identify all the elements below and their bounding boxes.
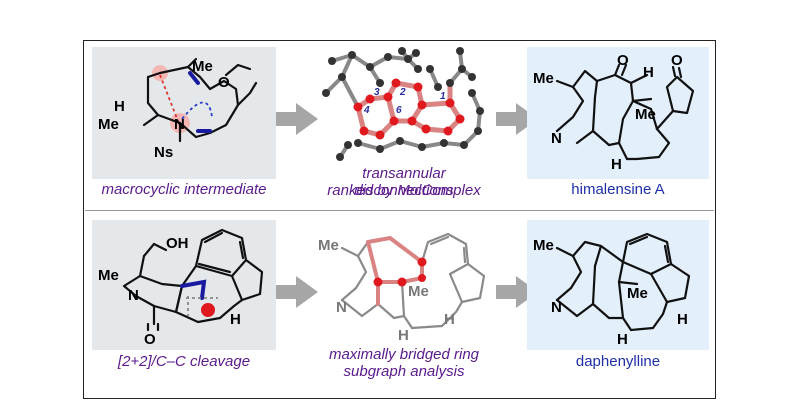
ball-and-stick-model: 1 2 3 4 6 (322, 47, 484, 161)
label-o-right: O (671, 52, 683, 69)
label-ketone-o: O (218, 74, 230, 91)
label-h-top: H (643, 64, 654, 81)
label-me-top: Me (318, 237, 339, 254)
panel-macrocyclic-intermediate: Me O H Me N Ns macrocyclic intermediate (92, 47, 276, 201)
panel-himalensine-a: Me O H O Me N H himalensine A (527, 47, 709, 201)
row-divider (85, 210, 714, 211)
label-h-right: H (677, 311, 688, 328)
structure-cleavage-precursor: OH Me N O H (92, 220, 276, 350)
label-me-center: Me (635, 106, 656, 123)
label-n: N (551, 130, 562, 147)
panel-daphenylline: Me N Me H H daphenylline (527, 220, 709, 372)
label-o-left: O (617, 52, 629, 69)
label-h: H (114, 98, 125, 115)
caption-bridged-line2: subgraph analysis (343, 363, 465, 380)
ring-label-2: 2 (399, 87, 406, 98)
caption-transannular-line2: ranked by MolComplex (327, 182, 481, 199)
label-me: Me (98, 267, 119, 284)
label-me-left: Me (533, 70, 554, 87)
label-me-center: Me (627, 285, 648, 302)
label-h-right: H (444, 311, 455, 328)
arrow-right-icon (496, 103, 538, 135)
caption-macrocyclic-intermediate: macrocyclic intermediate (101, 181, 267, 198)
label-n: N (128, 287, 139, 304)
caption-transannular-line1: transannular disconnections (354, 165, 454, 199)
panel-c-c-cleavage: OH Me N O H [2+2]/C–C cleavage (92, 220, 276, 372)
label-me-left: Me (98, 116, 119, 133)
structure-macrocyclic-intermediate: Me O H Me N Ns (92, 47, 276, 179)
label-h-bottom: H (611, 156, 622, 173)
label-h-bottom: H (398, 327, 409, 344)
label-o: O (144, 331, 156, 348)
ring-label-3: 3 (374, 87, 380, 98)
label-me-center: Me (408, 283, 429, 300)
label-me-top: Me (192, 58, 213, 75)
ring-label-6: 6 (396, 105, 402, 116)
label-n: N (551, 299, 562, 316)
label-ns: Ns (154, 144, 173, 161)
label-me-left: Me (533, 237, 554, 254)
label-n: N (174, 116, 185, 133)
caption-bridged-line1: maximally bridged ring (328, 346, 480, 363)
caption-daphenylline: daphenylline (575, 353, 661, 370)
arrow-right-icon (276, 103, 318, 135)
ring-label-1: 1 (440, 91, 446, 102)
structure-himalensine-a: Me O H O Me N H (527, 47, 709, 179)
structure-daphenylline: Me N Me H H (527, 220, 709, 350)
label-oh: OH (166, 235, 189, 252)
label-h: H (230, 311, 241, 328)
panel-bridged-ring-analysis: Me N Me H H maximally bridged ring subgr… (312, 220, 496, 392)
arrow-right-icon (496, 276, 538, 308)
structure-subgraph: Me N Me H H (318, 232, 486, 344)
caption-himalensine-a: himalensine A (571, 181, 665, 198)
label-n: N (336, 299, 347, 316)
ring-label-4: 4 (363, 105, 370, 116)
arrow-right-icon (276, 276, 318, 308)
label-h-bottom: H (617, 331, 628, 348)
caption-c-c-cleavage: [2+2]/C–C cleavage (117, 353, 251, 370)
panel-transannular-disconnections: 1 2 3 4 6 transannular disconnections ra… (312, 47, 496, 207)
